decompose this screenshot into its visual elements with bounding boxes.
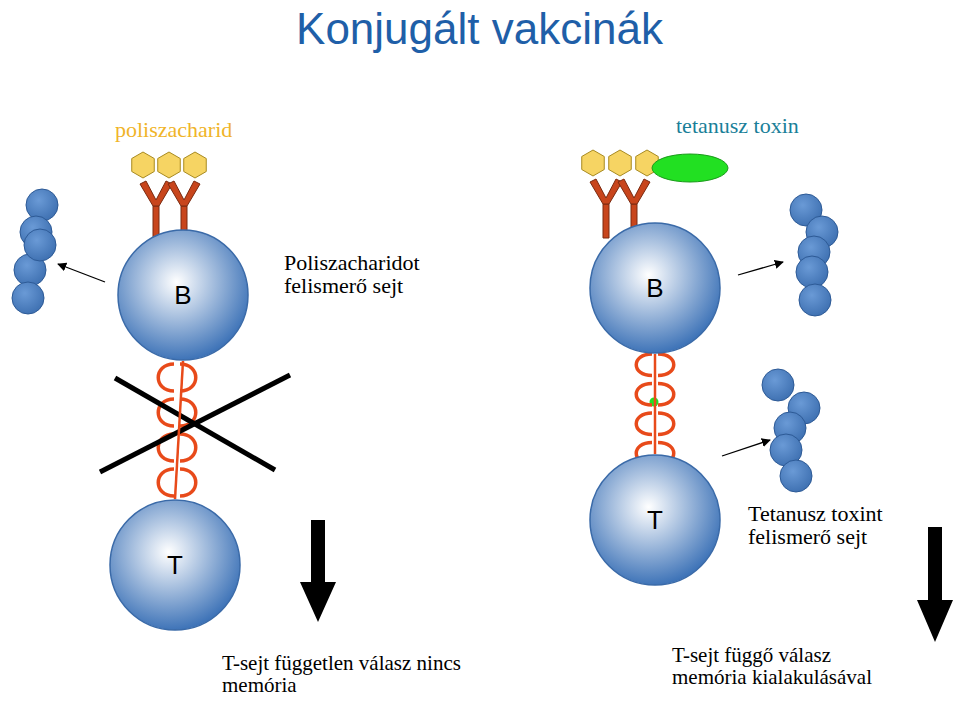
receptor-arc [158, 469, 174, 496]
part-label: poliszacharid [115, 118, 315, 141]
antibody-ball [24, 229, 56, 261]
result-note: T-sejt független válasz nincs memória [222, 652, 467, 696]
antibody-cluster [12, 189, 838, 492]
antibody [140, 181, 172, 240]
polysaccharide-hexagon [609, 150, 632, 176]
antibody-ball [796, 256, 828, 288]
cell-label: Poliszacharidot felismerő sejt [284, 251, 444, 297]
receptor-arc [658, 384, 674, 406]
pointer-arrow [738, 262, 783, 275]
title: Konjugált vakcinák [0, 6, 959, 52]
receptor-arc [636, 384, 652, 406]
antibody-ball [780, 460, 812, 492]
antibody-ball [26, 189, 58, 221]
cell-circle: T [109, 499, 241, 631]
pointer-arrow [722, 440, 770, 456]
antibody-ball [762, 369, 794, 401]
polysaccharide-hexagon [582, 150, 605, 176]
result-note: T-sejt függő válasz memória kialakulásáv… [672, 644, 907, 688]
receptor-arc [636, 354, 652, 376]
antibody [590, 179, 622, 238]
cell-letter: T [647, 505, 663, 536]
receptor-arc [180, 469, 196, 496]
receptor-arc [636, 413, 652, 435]
cell-circle: B [589, 222, 721, 354]
cell-letter: B [646, 273, 663, 304]
polysaccharide-hexagon [184, 152, 207, 178]
receptor-group [158, 354, 674, 496]
receptor-arc [658, 413, 674, 435]
cross-line [100, 375, 290, 472]
receptor-arc [158, 364, 174, 391]
cell-letter: B [174, 280, 191, 311]
antibody-ball [799, 284, 831, 316]
polysaccharide-hexagon [158, 152, 181, 178]
receptor-link [654, 354, 657, 454]
polysaccharide-hexagon [132, 152, 155, 178]
big-arrow [300, 520, 336, 622]
receptor-arc [180, 434, 196, 461]
receptor-arc [658, 354, 674, 376]
cell-label: Tetanusz toxint felismerő sejt [748, 502, 898, 548]
big-arrow [917, 527, 953, 642]
part-label: tetanusz toxin [676, 114, 896, 137]
cell-letter: T [167, 550, 183, 581]
cell-circle: B [117, 229, 249, 361]
antibody-ball [12, 282, 44, 314]
receptor-link [175, 361, 183, 499]
cell-circle: T [589, 454, 721, 586]
pointer-arrow [58, 264, 105, 282]
cross-line [115, 378, 275, 470]
toxin-shape [652, 154, 728, 182]
